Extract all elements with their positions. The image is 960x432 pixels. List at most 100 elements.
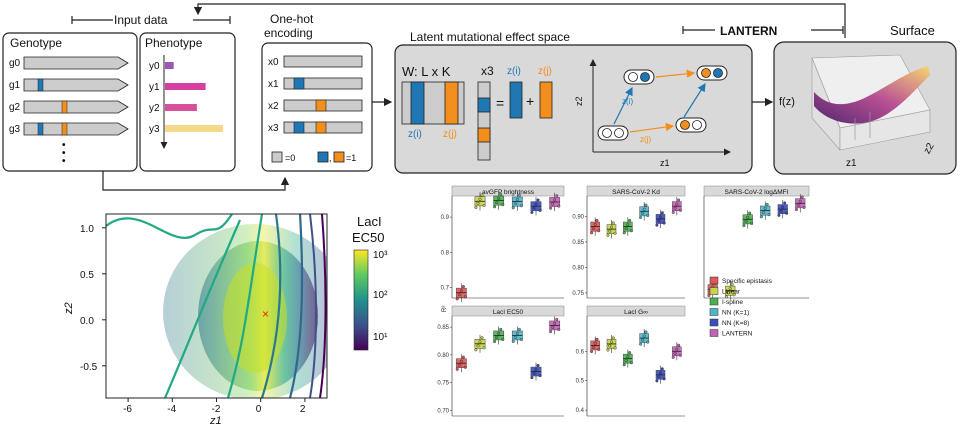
svg-text:,: , [329, 153, 332, 163]
box-point [457, 363, 461, 367]
box-point [655, 379, 659, 383]
legend-label: NN (K=8) [722, 320, 749, 327]
box-point [501, 203, 505, 207]
box-point [495, 335, 499, 339]
mutation-mark [37, 78, 44, 92]
onehot-title-2: encoding [264, 26, 313, 40]
boxplot-title: LacI EC50 [493, 309, 524, 316]
boxplot-ytick: 0.6 [576, 349, 585, 355]
box-point [750, 221, 754, 225]
box-point [673, 351, 677, 355]
box-point [499, 327, 503, 331]
zi-label-matrix: z(i) [408, 129, 422, 140]
onehot-cell [293, 121, 305, 134]
boxplot-ytick: 0.9 [441, 215, 450, 221]
onehot-row-label: x0 [268, 57, 279, 68]
box-point [657, 375, 661, 379]
scatter-xtick: 2 [300, 404, 306, 415]
box-point [662, 221, 666, 225]
boxplot-ytick: 0.85 [572, 240, 584, 246]
svg-text:•: • [62, 148, 66, 159]
onehot-cell [315, 121, 327, 134]
legend-swatch [709, 329, 719, 337]
box-point [622, 231, 626, 235]
box-point [459, 359, 463, 363]
box-point [610, 225, 614, 229]
boxplot-ytick: 0.90 [572, 214, 584, 220]
box-point [501, 337, 505, 341]
equals-sign: = [496, 95, 504, 111]
zj-label-sum: z(j) [538, 66, 552, 77]
scatter-ylabel: z2 [63, 302, 75, 315]
scatter-ytick: 0.0 [80, 316, 94, 327]
box-point [478, 197, 482, 201]
box-point [642, 207, 646, 211]
box-point [593, 341, 597, 345]
scatter-ytick: 1.0 [80, 224, 94, 235]
box-point [606, 348, 610, 352]
box-point [463, 295, 467, 299]
box-point [640, 338, 644, 342]
box-point [624, 227, 628, 231]
mutation-mark [37, 122, 44, 136]
lantern-label: LANTERN [720, 24, 777, 38]
phenotype-row-label: y1 [149, 82, 160, 93]
box-point [606, 233, 610, 237]
boxplot-ylabel: R² [442, 306, 448, 312]
onehot-row: x2 [268, 99, 363, 112]
box-point [555, 317, 559, 321]
box-point [767, 213, 771, 217]
box-point [732, 293, 736, 297]
scatter-ytick: -0.5 [80, 362, 98, 373]
phenotype-row-label: y0 [149, 61, 160, 72]
box-point [557, 327, 561, 331]
box-point [461, 355, 465, 359]
legend-swatch [709, 308, 719, 316]
box-point [659, 215, 663, 219]
scatter-xtick: 0 [256, 404, 262, 415]
box-point [796, 203, 800, 207]
box-point [644, 330, 648, 334]
legend-label: LANTERN [722, 331, 753, 338]
box-point [497, 331, 501, 335]
box-point [511, 340, 515, 344]
genotype-row-label: g2 [9, 102, 21, 113]
box-point [519, 337, 523, 341]
box-point [557, 204, 561, 208]
legend-item: NN (K=8) [709, 318, 749, 327]
box-point [493, 340, 497, 344]
phenotype-title: Phenotype [145, 36, 203, 50]
legend-swatch [709, 297, 719, 306]
box-point [744, 219, 748, 223]
box-point [724, 295, 728, 299]
phenotype-row: y0 [149, 61, 174, 72]
box-point [611, 336, 615, 340]
box-point [553, 198, 557, 202]
box-point [534, 202, 538, 206]
box-point [673, 206, 677, 210]
surface-title: Surface [890, 23, 935, 38]
genotype-row-label: g0 [9, 58, 21, 69]
boxplot-ytick: 0.75 [437, 381, 449, 387]
onehot-cell [315, 99, 327, 112]
boxplot-ytick: 0.85 [437, 325, 449, 331]
boxplot-panel: SARS-CoV-2 logΔMFI [703, 185, 810, 300]
box-point [499, 192, 503, 196]
boxplot-panel: LacI G∞0.60.50.4 [576, 305, 686, 417]
matrix-label: W: L x K [402, 64, 451, 79]
legend-swatch [709, 287, 719, 295]
box-point [655, 223, 659, 227]
boxplot-title: avGFP brightness [482, 189, 535, 196]
onehot-cell [293, 77, 305, 90]
box-point [794, 207, 798, 211]
box-point [781, 205, 785, 209]
box-point [642, 334, 646, 338]
scatter-ytick: 0.5 [80, 270, 94, 281]
onehot-row-label: x1 [268, 79, 279, 90]
legend-item: Specific epistasis [709, 276, 773, 285]
box-point [629, 229, 633, 233]
colorbar: LacI EC50 10³ 10² 10¹ [352, 214, 388, 351]
onehot-row: x1 [268, 77, 363, 90]
latent-axis-z1: z1 [660, 158, 670, 168]
